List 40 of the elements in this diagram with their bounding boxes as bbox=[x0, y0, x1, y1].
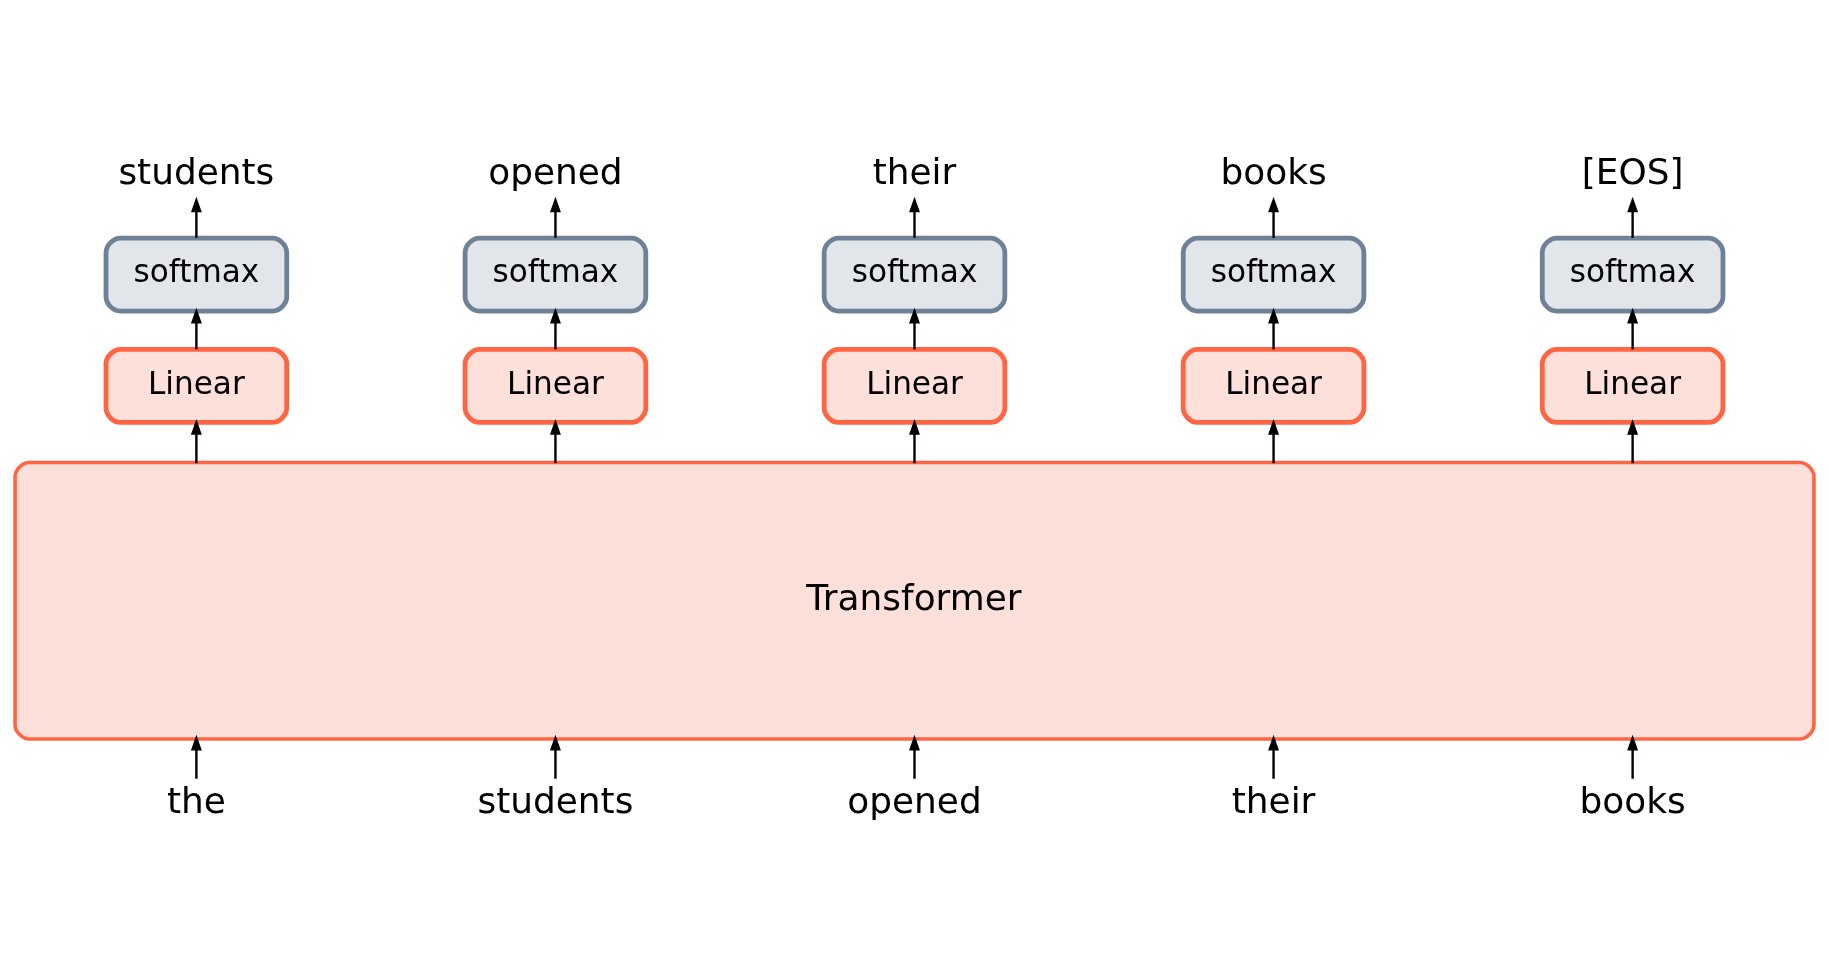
node-box: Linear bbox=[821, 346, 1008, 425]
arrow bbox=[909, 196, 920, 238]
arrow bbox=[909, 418, 920, 463]
node-box: Linear bbox=[103, 346, 290, 425]
node-text: [EOS] bbox=[1581, 150, 1684, 192]
arrow bbox=[550, 307, 561, 349]
arrow bbox=[1627, 196, 1639, 238]
node-text: students bbox=[477, 779, 634, 821]
node-text: their bbox=[872, 150, 957, 192]
node-text: the bbox=[166, 779, 226, 821]
node-text: students bbox=[118, 150, 275, 192]
node-box: softmax bbox=[103, 235, 290, 314]
arrow bbox=[550, 418, 561, 463]
node-text: opened bbox=[847, 779, 982, 821]
arrow bbox=[909, 734, 920, 779]
node-box: softmax bbox=[821, 235, 1008, 314]
node-text: books bbox=[1220, 150, 1327, 192]
arrow bbox=[190, 734, 202, 779]
arrow bbox=[1627, 307, 1639, 349]
node-box: Linear bbox=[1539, 346, 1726, 425]
node-box: softmax bbox=[1539, 235, 1726, 314]
node-box: softmax bbox=[1180, 235, 1367, 314]
node-text: books bbox=[1579, 779, 1686, 821]
node-box: Linear bbox=[462, 346, 649, 425]
arrow bbox=[1268, 734, 1279, 779]
node-text: their bbox=[1231, 779, 1316, 821]
arrow bbox=[550, 196, 561, 238]
arrow bbox=[1268, 418, 1279, 463]
arrow bbox=[1627, 734, 1639, 779]
arrow bbox=[1268, 196, 1279, 238]
arrow bbox=[1268, 307, 1279, 349]
arrow bbox=[1627, 418, 1639, 463]
arrow bbox=[550, 734, 561, 779]
arrow bbox=[909, 307, 920, 349]
arrow bbox=[190, 418, 202, 463]
node-text: opened bbox=[488, 150, 623, 192]
node-box: Linear bbox=[1180, 346, 1367, 425]
arrow bbox=[190, 196, 202, 238]
node-box: softmax bbox=[462, 235, 649, 314]
arrow bbox=[190, 307, 202, 349]
